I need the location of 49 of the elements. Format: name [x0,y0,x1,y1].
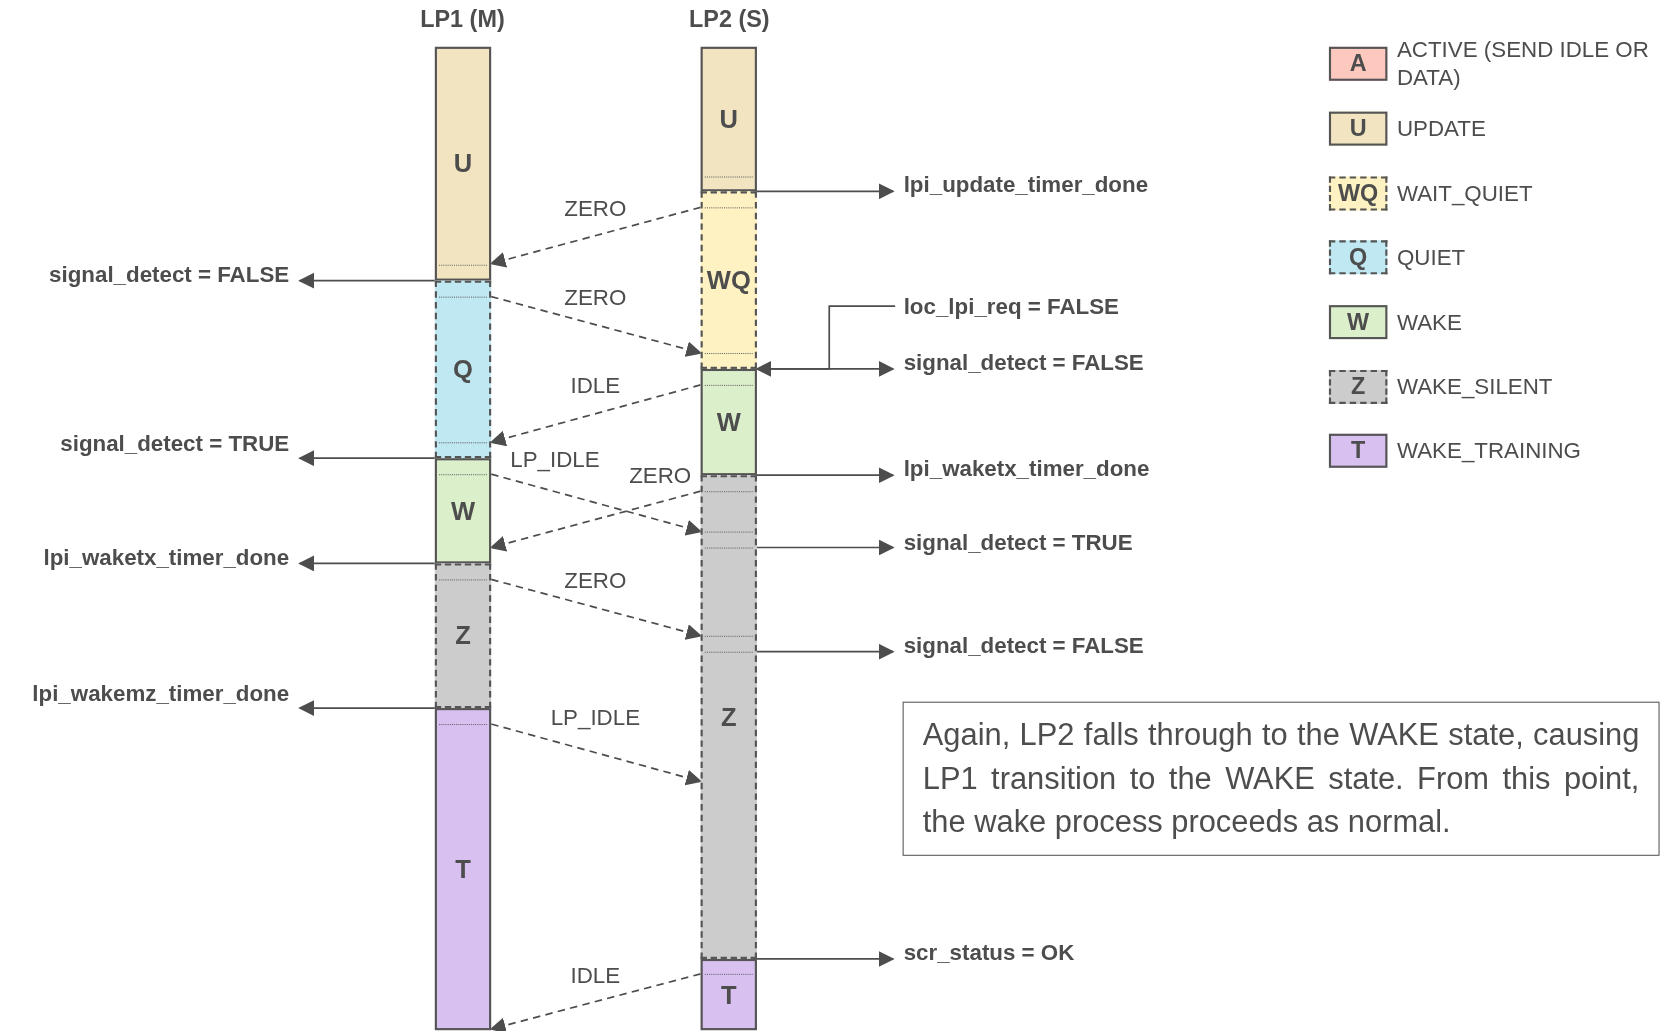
event-label: loc_lpi_req = FALSE [895,292,1119,320]
legend-swatch: Q [1328,240,1388,275]
note-box: Again, LP2 falls through to the WAKE state, causing LP1 transition to the WAKE state. From this point, the wake process proceeds as normal. [902,701,1660,856]
event-label: lpi_update_timer_done [895,171,1149,199]
event-label: signal_detect = FALSE [895,631,1144,660]
legend-swatch: WQ [1328,176,1388,211]
column-heading: LP1 (M) [419,5,506,33]
state-segment: Z [700,475,757,959]
column-heading: LP2 (S) [688,5,771,33]
state-segment: WQ [700,191,757,369]
legend-swatch: T [1328,433,1388,468]
event-label: lpi_wakemz_timer_done [32,679,298,707]
event-label: lpi_waketx_timer_done [43,543,298,571]
state-segment: Q [434,280,492,459]
arrow [489,973,702,1031]
arrow [756,539,895,556]
arrow [756,643,895,660]
legend-text: WAKE_TRAINING [1396,437,1582,465]
state-segment: T [434,708,492,1031]
event-label: signal_detect = FALSE [49,260,298,289]
arrow [298,555,436,572]
event-label: scr_status = OK [895,938,1075,967]
legend-swatch: Z [1328,369,1388,404]
legend-text: QUIET [1396,243,1467,272]
arrow [298,700,436,716]
legend-swatch: U [1328,111,1388,146]
state-segment: W [700,368,757,476]
legend-text: WAIT_QUIET [1396,179,1534,208]
arrow [756,951,895,967]
event-label: signal_detect = TRUE [895,528,1133,556]
arrow [756,183,895,200]
arrow [298,450,436,467]
legend-text: WAKE [1396,308,1463,336]
event-label: lpi_waketx_timer_done [895,455,1150,483]
state-segment: U [700,46,757,192]
state-segment: W [434,458,492,564]
event-label: signal_detect = TRUE [60,429,298,458]
state-segment: Z [434,563,492,709]
legend-swatch: W [1328,305,1388,340]
legend-text: UPDATE [1396,114,1487,143]
legend-text: ACTIVE (SEND IDLE OR DATA) [1396,36,1650,92]
state-segment: U [434,46,492,281]
state-segment: T [700,958,757,1031]
arrow [298,272,436,289]
arrow [756,467,895,484]
legend-text: WAKE_SILENT [1396,373,1554,401]
legend-swatch: A [1328,46,1388,81]
arrow [755,305,896,377]
event-label: signal_detect = FALSE [895,348,1144,377]
